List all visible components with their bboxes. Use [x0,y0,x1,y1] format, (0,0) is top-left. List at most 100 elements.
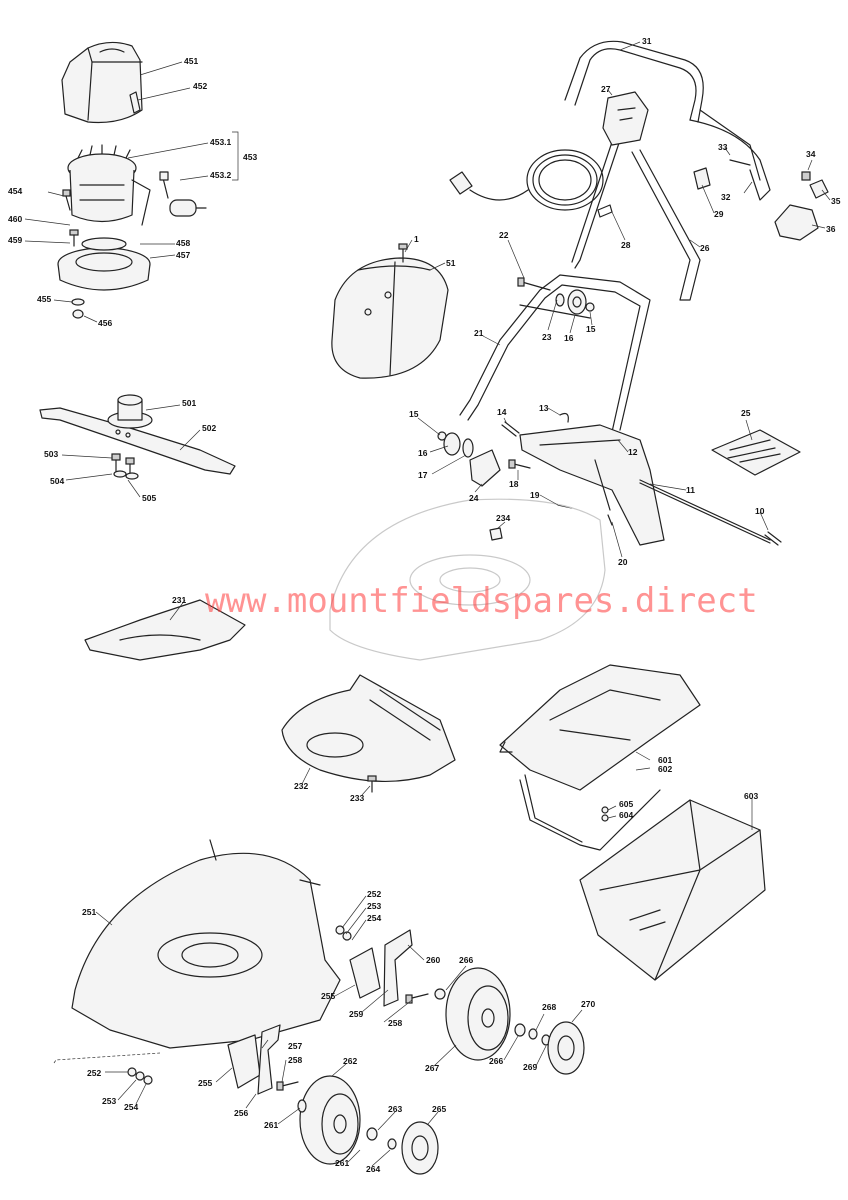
label-34: 34 [806,149,816,159]
label-257: 257 [288,1041,302,1051]
rear-bracket-part [519,424,665,546]
label-253a: 253 [367,901,381,911]
nut-part-266a [434,988,446,1000]
hubcap-part-270 [547,1021,585,1075]
nut-part-456 [72,309,84,319]
label-16b: 16 [418,448,428,458]
handle-knob-part-16b [443,432,461,456]
label-502: 502 [202,423,216,433]
label-254a: 254 [367,913,381,923]
axle-rod-part [639,479,771,544]
label-19: 19 [530,490,540,500]
label-605: 605 [619,799,633,809]
capacitor-part [159,171,207,217]
screw-part-1 [398,243,408,263]
leader-lines [24,41,831,1167]
label-28: 28 [621,240,631,250]
clip-part-13 [559,412,569,423]
label-234: 234 [496,513,510,523]
label-33: 33 [718,142,728,152]
label-458: 458 [176,238,190,248]
label-601: 601 [658,755,672,765]
motor-cover-part [61,41,143,124]
motor-base-part [57,237,151,291]
label-262: 262 [343,1056,357,1066]
label-233: 233 [350,793,364,803]
label-602: 602 [658,764,672,774]
label-13: 13 [539,403,549,413]
handle-knob-part-16a [567,289,587,315]
label-258b: 258 [288,1055,302,1065]
label-260: 260 [426,955,440,965]
label-604: 604 [619,810,633,820]
label-259: 259 [349,1009,363,1019]
label-10: 10 [755,506,765,516]
handle-bolt-part-22 [517,277,551,291]
label-17: 17 [418,470,428,480]
washer-part-17 [462,438,474,458]
switch-box-part [602,91,649,146]
bracket-part-24 [469,449,501,487]
knob-spring-part [801,171,829,199]
engine-hood-part [331,257,449,379]
washer-part-266b [514,1023,526,1037]
washers-part-252a [335,925,352,941]
label-23: 23 [542,332,552,342]
spring-part-10 [764,531,782,546]
label-258a: 258 [388,1018,402,1028]
height-adjuster-part-b [227,1024,281,1095]
label-255b: 255 [198,1078,212,1088]
label-265: 265 [432,1104,446,1114]
lower-handle-part [459,274,651,433]
label-252a: 252 [367,889,381,899]
mulch-plug-part [84,599,246,661]
label-29: 29 [714,209,724,219]
label-232: 232 [294,781,308,791]
label-267: 267 [425,1063,439,1073]
blade-adaptor-part [107,394,153,429]
label-456: 456 [98,318,112,328]
label-22: 22 [499,230,509,240]
deflector-part [281,674,456,783]
grassbox-bag-part [579,799,766,981]
label-269: 269 [523,1062,537,1072]
clip-part-20 [607,514,613,526]
label-459: 459 [8,235,22,245]
cable-tie-part [597,204,613,218]
hubcap-part-265 [401,1121,439,1175]
label-251: 251 [82,907,96,917]
label-457: 457 [176,250,190,260]
washer-part-263 [366,1127,378,1141]
grassbox-lid-part [499,664,701,791]
clip-screws-part [601,806,609,822]
label-31: 31 [642,36,652,46]
screw-part-454 [62,189,71,211]
label-32: 32 [721,192,731,202]
watermark-text: www.mountfieldspares.direct [205,581,758,621]
bolt-part-258a [405,993,429,1004]
label-453-1: 453.1 [210,137,232,147]
label-270: 270 [581,999,595,1009]
motor-part [67,144,151,226]
cable-clip-part [693,167,711,190]
bolt-part-459 [69,229,79,247]
label-11: 11 [686,485,695,495]
label-504: 504 [50,476,64,486]
label-20: 20 [618,557,628,567]
label-26: 26 [700,243,710,253]
label-453-2: 453.2 [210,170,232,180]
screw-part-452 [129,91,141,114]
label-16a: 16 [564,333,574,343]
label-14: 14 [497,407,507,417]
label-452: 452 [193,81,207,91]
fixings-bag-part [711,429,801,476]
blade-part [39,407,236,475]
label-503: 503 [44,449,58,459]
label-25: 25 [741,408,751,418]
height-adjuster-part-a [349,929,413,1007]
label-24: 24 [469,493,479,503]
deck-part [71,839,341,1049]
ghost-deck-outline [329,498,606,661]
grassbox-frame-part [519,774,661,851]
